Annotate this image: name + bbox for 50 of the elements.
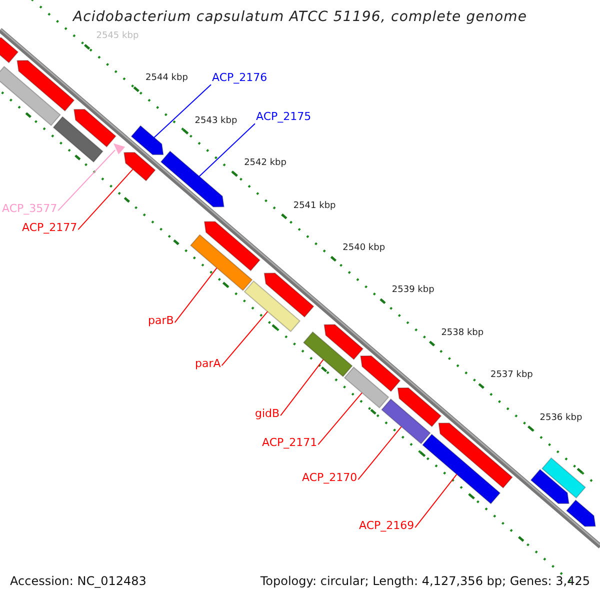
gene-feature: [264, 272, 314, 318]
leader-line: [221, 311, 268, 366]
scale-label: 2544 kbp: [146, 73, 188, 84]
gene-feature: [530, 468, 570, 504]
gene-label: parA: [195, 358, 221, 371]
gene-feature: [0, 37, 19, 64]
scale-label: 2541 kbp: [293, 200, 336, 211]
gene-feature: [16, 60, 75, 112]
leader-line: [414, 474, 458, 528]
gene-feature: [360, 355, 401, 392]
scale-label: 2542 kbp: [244, 158, 286, 168]
gene-feature: [438, 422, 513, 489]
scale-label: 2537 kbp: [490, 370, 533, 380]
scale-label: 2536 kbp: [540, 412, 582, 423]
leader-line: [318, 392, 362, 446]
leader-line: [280, 359, 324, 416]
gene-feature: [344, 366, 390, 408]
gene-feature: [124, 152, 156, 182]
scale-label: 2540 kbp: [342, 242, 386, 254]
leader-line: [174, 267, 218, 324]
gene-label: ACP_2175: [256, 111, 312, 124]
leader-line: [358, 426, 402, 480]
gene-label: ACP_2176: [212, 72, 268, 85]
leader-line: [58, 150, 116, 212]
scale-label: 2539 kbp: [392, 285, 434, 296]
gene-label: ACP_2171: [262, 437, 318, 450]
gene-feature: [130, 125, 164, 156]
gene-feature: [324, 324, 364, 360]
scale-label: 2545 kbp: [96, 30, 139, 42]
leader-line: [78, 168, 134, 230]
gene-label: ACP_2169: [359, 520, 414, 533]
gene-feature: [73, 108, 116, 148]
leader-line: [154, 84, 212, 138]
scale-label: 2543 kbp: [194, 116, 238, 126]
gene-label: ACP_2177: [22, 222, 78, 235]
gene-feature: [160, 150, 224, 208]
gene-label: parB: [148, 315, 174, 328]
accession-text: Accession: NC_012483: [10, 575, 146, 589]
gene-label: gidB: [255, 408, 280, 421]
gene-feature: [397, 387, 442, 428]
gene-feature: [0, 66, 61, 126]
scale-label: 2538 kbp: [441, 328, 484, 338]
gene-feature: [566, 499, 596, 527]
leader-line: [198, 123, 256, 177]
gene-label: ACP_3577: [2, 203, 58, 216]
title: Acidobacterium capsulatum ATCC 51196, complete genome: [71, 9, 528, 26]
gene-label: ACP_2170: [302, 472, 358, 485]
genome-info-text: Topology: circular; Length: 4,127,356 bp; Genes: 3,425: [260, 575, 590, 589]
gene-feature: [204, 221, 261, 272]
gene-marker: [113, 143, 126, 154]
